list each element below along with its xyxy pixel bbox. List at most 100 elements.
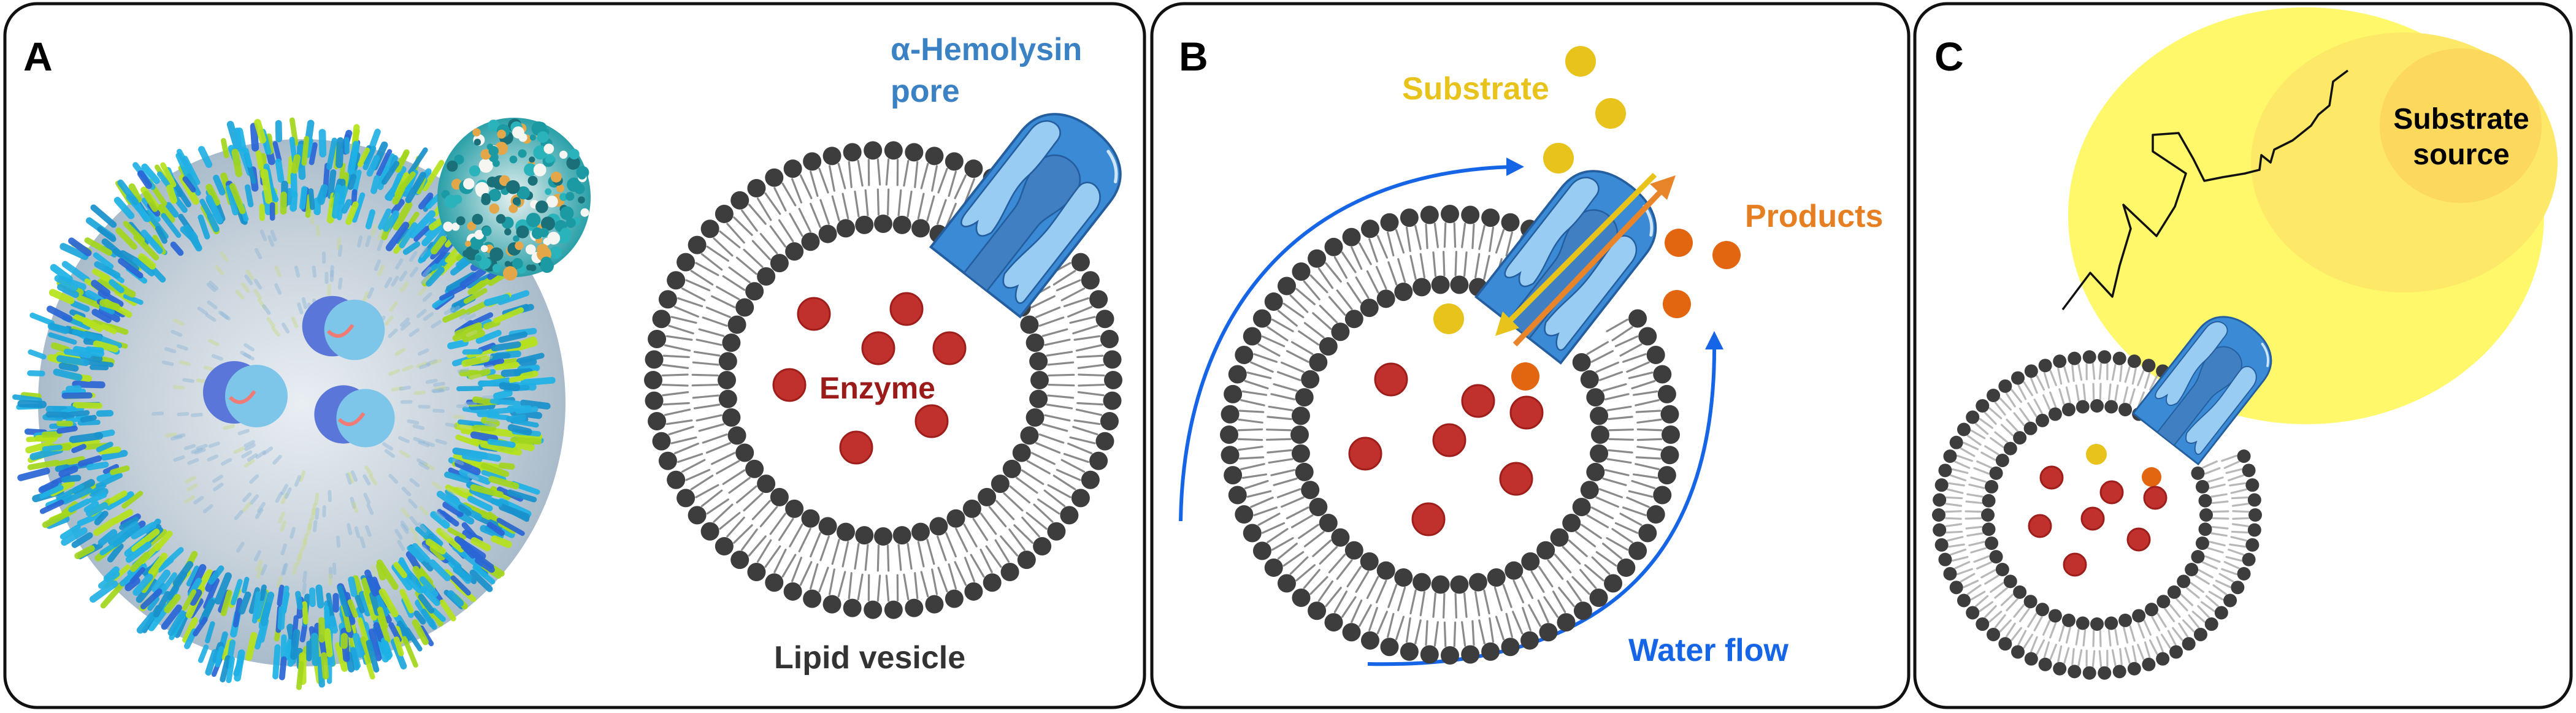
pore-body [929,113,1122,319]
lipid-molecule [189,589,202,606]
lipid-head-inner [1295,388,1314,407]
hemolysin-pore-icon-c [2132,316,2272,466]
enzyme-molecule [2143,486,2168,510]
lipid-molecule [221,138,229,159]
lipid-tail [1030,295,1056,308]
lipid-molecule [220,589,232,617]
protein-atom [526,213,541,227]
lipid-molecule-inner [312,503,317,516]
lipid-head-outer [1557,613,1576,632]
lipid-head-outer [730,191,749,210]
lipid-molecule [447,339,469,349]
lipid-tail [1984,445,1999,456]
lipid-molecule [297,143,306,180]
lipid-tail [1558,587,1575,608]
protein-atom [475,254,482,262]
lipid-head-inner [735,298,754,317]
lipid-molecule [285,188,293,206]
protein-atom [545,156,552,163]
lipid-tail [2156,636,2164,653]
lipid-tail [1571,576,1590,595]
lipid-head-outer [2245,538,2260,552]
lipid-head-outer [1360,219,1379,238]
lipid-head-outer [2038,359,2052,373]
lipid-tail [1238,456,1265,460]
lipid-molecule [165,202,179,218]
lipid-head-outer [1441,205,1459,223]
lipid-tail [1276,488,1301,498]
lipid-tail [1289,294,1309,313]
lipid-molecule [90,364,109,371]
lipid-tail [1056,468,1081,481]
panel-c-letter: C [1934,34,1964,79]
lipid-head-outer [644,371,662,389]
lipid-molecule [447,590,464,607]
lipid-molecule [69,432,104,443]
lipid-head-inner [1020,426,1039,445]
enzyme-label: Enzyme [819,371,935,405]
lipid-tail [1970,547,1987,554]
lipid-tail [1628,490,1654,498]
lipid-head-outer [2082,350,2096,364]
enzyme-molecule [861,331,895,365]
lipid-tail [1463,592,1468,618]
lipid-tail [1474,591,1481,617]
lipid-molecule-inner [357,235,363,248]
lipid-tail [1552,590,1566,614]
lipid-head-outer [1653,365,1672,384]
lipid-molecule [496,517,525,536]
lipid-head-outer [677,253,696,272]
lipid-head-inner [818,224,837,243]
lipid-tail [988,506,1007,528]
lipid-molecule-inner [418,462,430,470]
lipid-tail [751,500,771,520]
lipid-tail [1970,476,1987,483]
lipid-molecule [299,186,308,210]
substrate-source-line2: source [2413,139,2509,171]
lipid-tail [2098,650,2103,668]
lipid-head-inner [1413,278,1432,297]
lipid-head-inner [2195,479,2209,494]
lipid-molecule [183,224,202,252]
lipid-molecule-inner [240,282,250,293]
lipid-tail [1478,225,1485,250]
lipid-tail [985,545,1002,568]
lipid-head-outer [1360,631,1379,650]
lipid-tail [791,557,803,582]
lipid-tail [2228,474,2245,482]
lipid-molecule [469,488,502,507]
protein-atom [472,213,483,225]
pore-channel [2156,346,2242,446]
lipid-molecule-inner [310,508,316,520]
lipid-molecule-inner [370,564,377,577]
protein-atom [516,225,529,238]
lipid-tail [1493,586,1503,611]
lipid-tail [1483,589,1490,615]
lipid-head-inner [1394,568,1413,587]
lipid-molecule-inner [255,450,266,459]
lipid-molecule [38,479,59,494]
lipid-tail [1376,235,1388,259]
lipid-tail [931,568,938,595]
lipid-head-outer [700,522,719,541]
lipid-tail [1604,469,1630,476]
enzyme-structure [314,385,395,448]
lipid-molecule [360,636,374,663]
lipid-tail [1425,223,1428,250]
lipid-molecule [72,402,103,409]
lipid-molecule [182,589,197,611]
lipid-molecule-inner [431,481,442,490]
lipid-molecule-inner [399,281,409,292]
lipid-molecule [358,590,372,617]
lipid-head-outer [884,600,903,619]
protein-atom [478,158,493,173]
lipid-head-inner [874,527,892,546]
lipid-tail [810,563,819,590]
lipid-tail [1443,621,1447,647]
protein-atom [492,264,501,273]
lipid-head-inner [1301,481,1320,500]
lipid-tail [1453,222,1457,248]
lipid-tail [2231,496,2248,500]
lipid-tail [1580,524,1602,540]
protein-atom [558,230,571,243]
